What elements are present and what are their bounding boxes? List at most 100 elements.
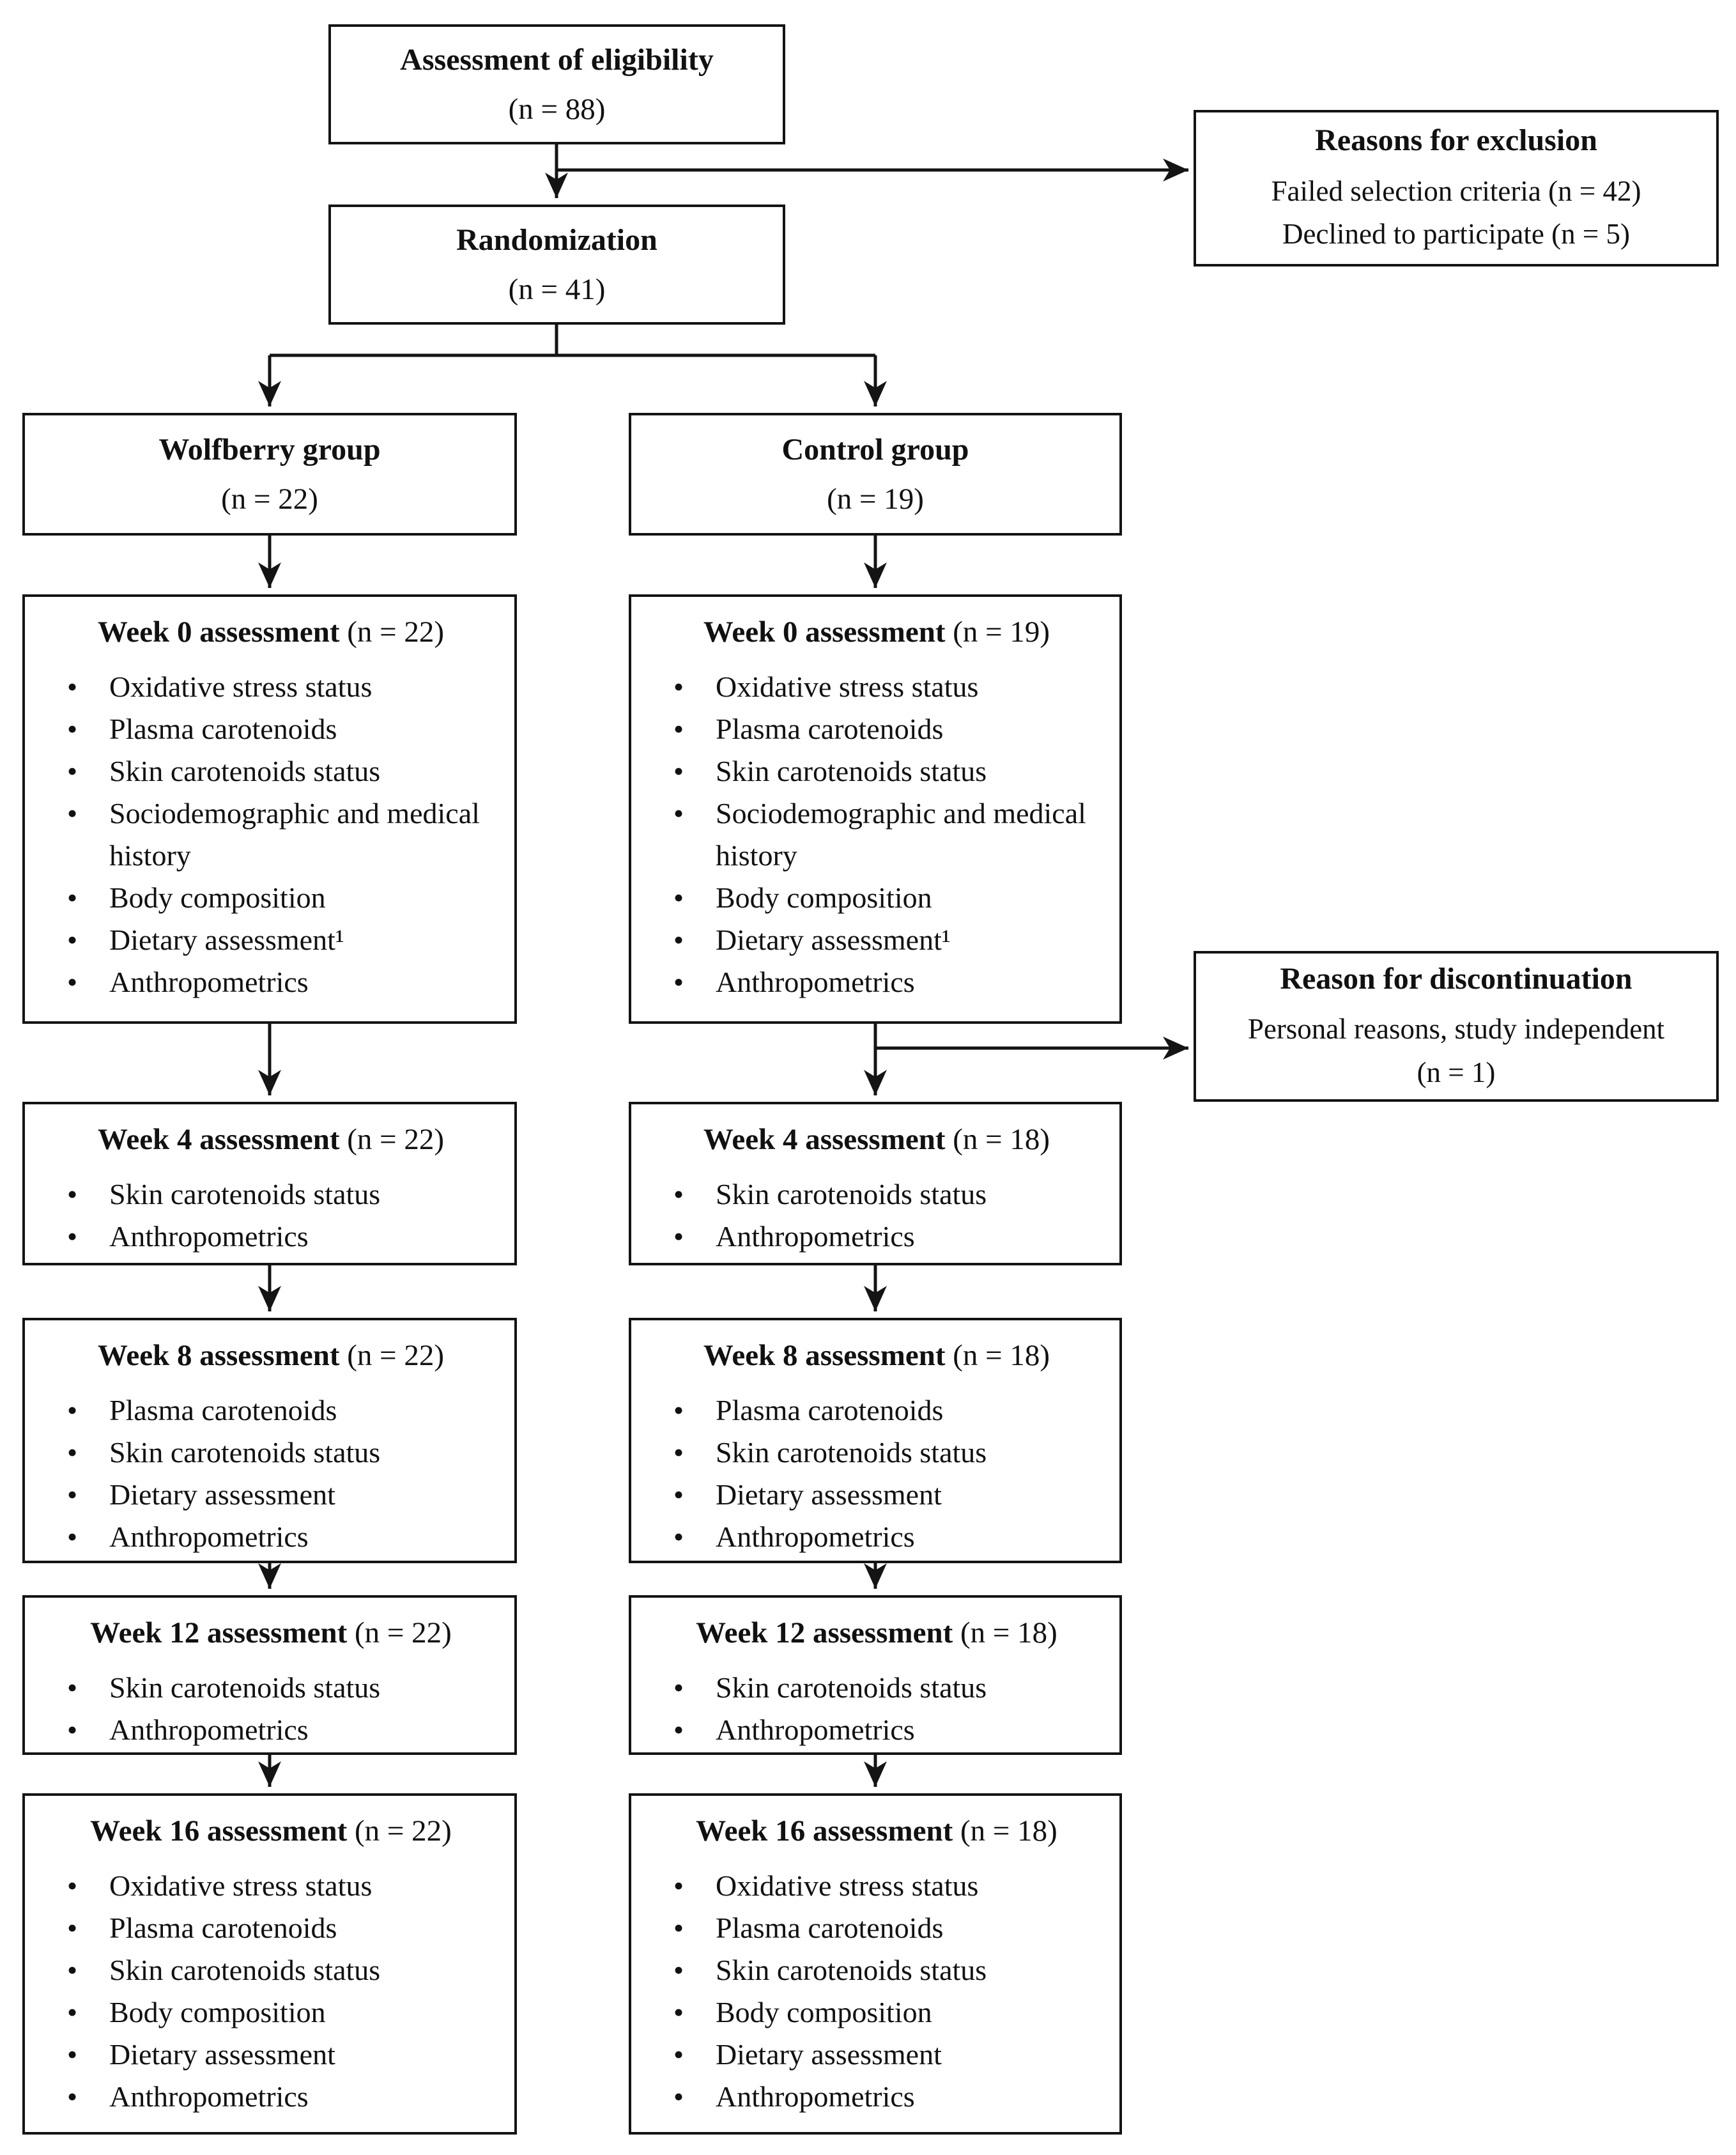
assessment-item: Plasma carotenoids (652, 1389, 1102, 1432)
exclusion-reason-line: Failed selection criteria (n = 42) (1271, 174, 1641, 207)
box-title: Wolfberry group (158, 433, 381, 467)
box-header: Week 12 assessment (n = 18) (652, 1612, 1102, 1654)
assessment-list: Skin carotenoids statusAnthropometrics (45, 1667, 496, 1751)
assessment-item: Anthropometrics (652, 1516, 1102, 1558)
assessment-item: Plasma carotenoids (45, 1907, 496, 1949)
n-count: (n = 18) (953, 1123, 1050, 1156)
box-title: Assessment of eligibility (400, 43, 714, 77)
week-label: Week 12 assessment (90, 1616, 348, 1649)
wolfberry-week16-box: Week 16 assessment (n = 22) Oxidative st… (22, 1793, 517, 2135)
box-title: Randomization (456, 223, 657, 258)
assessment-item: Plasma carotenoids (652, 1907, 1102, 1949)
assessment-list: Oxidative stress statusPlasma carotenoid… (652, 1865, 1102, 2118)
assessment-item: Dietary assessment¹ (652, 919, 1102, 961)
assessment-item: Anthropometrics (652, 1709, 1102, 1751)
n-count: (n = 22) (221, 482, 318, 516)
assessment-item: Skin carotenoids status (45, 1173, 496, 1216)
assessment-item: Oxidative stress status (652, 666, 1102, 708)
week-label: Week 16 assessment (90, 1814, 348, 1848)
assessment-item: Skin carotenoids status (45, 1432, 496, 1474)
assessment-item: Oxidative stress status (652, 1865, 1102, 1907)
assessment-item: Anthropometrics (652, 961, 1102, 1003)
assessment-item: Anthropometrics (652, 1216, 1102, 1258)
week-label: Week 16 assessment (696, 1814, 953, 1848)
assessment-item: Anthropometrics (45, 1709, 496, 1751)
randomization-box: Randomization (n = 41) (328, 205, 785, 325)
assessment-item: Skin carotenoids status (45, 1949, 496, 1991)
assessment-list: Oxidative stress statusPlasma carotenoid… (45, 666, 496, 1003)
assessment-item: Plasma carotenoids (45, 708, 496, 750)
week-label: Week 4 assessment (97, 1123, 340, 1156)
n-count: (n = 22) (347, 1339, 445, 1372)
box-title: Reason for discontinuation (1280, 961, 1632, 996)
assessment-item: Body composition (652, 1991, 1102, 2034)
assessment-of-eligibility-box: Assessment of eligibility (n = 88) (328, 24, 785, 144)
reasons-for-exclusion-box: Reasons for exclusion Failed selection c… (1194, 110, 1719, 266)
n-count: (n = 19) (953, 615, 1050, 649)
assessment-item: Dietary assessment (652, 1474, 1102, 1516)
assessment-item: Body composition (652, 877, 1102, 919)
box-header: Week 4 assessment (n = 18) (652, 1118, 1102, 1161)
assessment-item: Plasma carotenoids (652, 708, 1102, 750)
control-week16-box: Week 16 assessment (n = 18) Oxidative st… (629, 1793, 1122, 2135)
assessment-list: Plasma carotenoidsSkin carotenoids statu… (652, 1389, 1102, 1558)
assessment-item: Skin carotenoids status (652, 1667, 1102, 1709)
week-label: Week 0 assessment (97, 615, 340, 649)
n-count: (n = 88) (508, 92, 606, 126)
n-count: (n = 18) (960, 1814, 1057, 1848)
n-count: (n = 19) (827, 482, 924, 516)
discontinuation-reason-line: Personal reasons, study independent (n =… (1247, 1013, 1665, 1088)
assessment-list: Oxidative stress statusPlasma carotenoid… (652, 666, 1102, 1003)
wolfberry-week8-box: Week 8 assessment (n = 22) Plasma carote… (22, 1318, 517, 1563)
wolfberry-group-box: Wolfberry group (n = 22) (22, 413, 517, 536)
week-label: Week 8 assessment (703, 1339, 946, 1372)
assessment-item: Dietary assessment¹ (45, 919, 496, 961)
box-header: Week 8 assessment (n = 18) (652, 1334, 1102, 1377)
assessment-item: Skin carotenoids status (652, 750, 1102, 792)
week-label: Week 8 assessment (97, 1339, 340, 1372)
n-count: (n = 22) (355, 1814, 452, 1848)
n-count: (n = 18) (953, 1339, 1050, 1372)
n-count: (n = 22) (347, 1123, 445, 1156)
assessment-item: Plasma carotenoids (45, 1389, 496, 1432)
assessment-list: Skin carotenoids statusAnthropometrics (652, 1173, 1102, 1258)
exclusion-reason-line: Declined to participate (n = 5) (1282, 218, 1630, 251)
assessment-item: Body composition (45, 877, 496, 919)
box-header: Week 8 assessment (n = 22) (45, 1334, 496, 1377)
wolfberry-week4-box: Week 4 assessment (n = 22) Skin caroteno… (22, 1102, 517, 1265)
box-header: Week 16 assessment (n = 22) (45, 1810, 496, 1852)
control-group-box: Control group (n = 19) (629, 413, 1122, 536)
assessment-item: Anthropometrics (652, 2076, 1102, 2118)
assessment-item: Dietary assessment (45, 1474, 496, 1516)
n-count: (n = 22) (355, 1616, 452, 1649)
assessment-item: Body composition (45, 1991, 496, 2034)
assessment-list: Skin carotenoids statusAnthropometrics (45, 1173, 496, 1258)
assessment-list: Oxidative stress statusPlasma carotenoid… (45, 1865, 496, 2118)
control-week0-box: Week 0 assessment (n = 19) Oxidative str… (629, 594, 1122, 1024)
assessment-item: Sociodemographic and medical history (45, 792, 496, 877)
assessment-item: Dietary assessment (652, 2034, 1102, 2076)
n-count: (n = 41) (508, 272, 606, 306)
box-header: Week 4 assessment (n = 22) (45, 1118, 496, 1161)
wolfberry-week12-box: Week 12 assessment (n = 22) Skin caroten… (22, 1595, 517, 1755)
n-count: (n = 18) (960, 1616, 1057, 1649)
assessment-item: Sociodemographic and medical history (652, 792, 1102, 877)
assessment-item: Dietary assessment (45, 2034, 496, 2076)
assessment-item: Anthropometrics (45, 961, 496, 1003)
assessment-item: Anthropometrics (45, 1516, 496, 1558)
week-label: Week 4 assessment (703, 1123, 946, 1156)
week-label: Week 12 assessment (696, 1616, 953, 1649)
wolfberry-week0-box: Week 0 assessment (n = 22) Oxidative str… (22, 594, 517, 1024)
control-week4-box: Week 4 assessment (n = 18) Skin caroteno… (629, 1102, 1122, 1265)
assessment-item: Skin carotenoids status (45, 750, 496, 792)
assessment-item: Anthropometrics (45, 2076, 496, 2118)
n-count: (n = 22) (347, 615, 445, 649)
assessment-item: Skin carotenoids status (652, 1432, 1102, 1474)
assessment-list: Skin carotenoids statusAnthropometrics (652, 1667, 1102, 1751)
assessment-item: Skin carotenoids status (45, 1667, 496, 1709)
assessment-item: Skin carotenoids status (652, 1173, 1102, 1216)
exclusion-reasons: Failed selection criteria (n = 42) Declin… (1264, 170, 1649, 256)
assessment-item: Oxidative stress status (45, 666, 496, 708)
assessment-list: Plasma carotenoidsSkin carotenoids statu… (45, 1389, 496, 1558)
